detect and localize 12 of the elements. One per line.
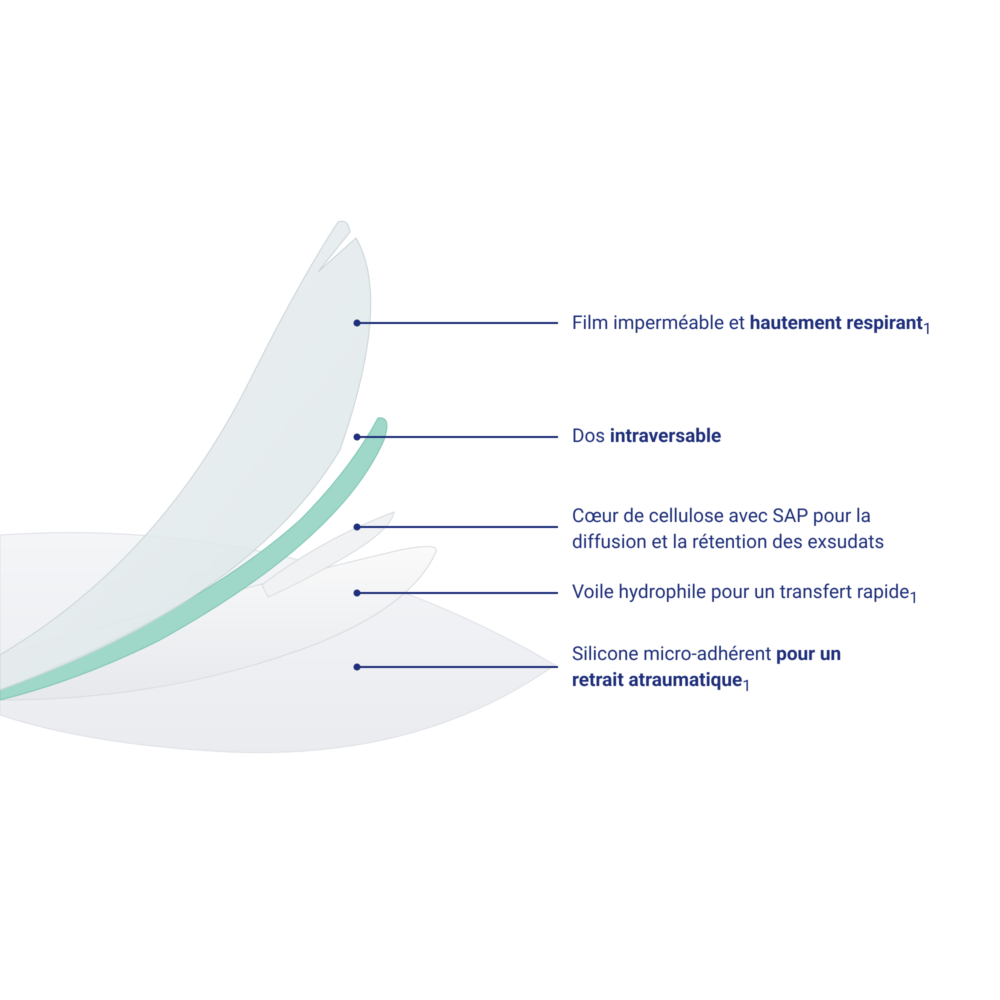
- callout-text: Cœur de cellulose avec SAP pour la diffusion et la rétention des exsudats: [572, 503, 922, 555]
- backing-layer: [0, 417, 388, 700]
- leader-line: [354, 320, 558, 326]
- absorbent-core-layer: [262, 512, 394, 598]
- leader-line: [354, 524, 558, 530]
- callout-text: Dos intraversable: [572, 423, 722, 449]
- callout-text: Film imperméable et hautement respirant$_{1}$: [572, 310, 932, 342]
- leader-line: [354, 434, 558, 440]
- callout-text: Voile hydrophile pour un transfert rapide$_{1}$: [572, 579, 918, 611]
- leader-line: [354, 664, 558, 670]
- leader-line: [354, 590, 558, 596]
- callout-text: Silicone micro-adhérent pour un retrait atraumatique$_{1}$: [572, 641, 852, 699]
